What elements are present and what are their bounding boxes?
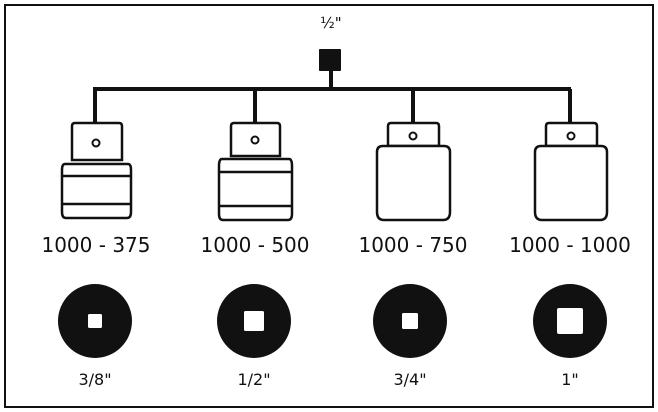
model-label-1: 1000 - 375 (41, 233, 151, 257)
drive-size-label-4: 1" (561, 370, 579, 389)
model-label-4: 1000 - 1000 (509, 233, 631, 257)
drive-size-label: ½" (320, 14, 342, 32)
socket-1000-750 (375, 121, 452, 222)
drive-size-label-3: 3/4" (393, 370, 427, 389)
socket-1000-375 (60, 121, 133, 220)
drive-size-label-1: 3/8" (78, 370, 112, 389)
drive-size-label-2: 1/2" (237, 370, 271, 389)
socket-1000-500 (217, 121, 294, 222)
drive-end-1 (533, 284, 607, 358)
drive-end-3-8 (58, 284, 132, 358)
square-drive-icon (319, 49, 341, 71)
drive-end-1-2 (217, 284, 291, 358)
drive-end-3-4 (373, 284, 447, 358)
model-label-3: 1000 - 750 (358, 233, 468, 257)
socket-1000-1000 (533, 121, 609, 222)
model-label-2: 1000 - 500 (200, 233, 310, 257)
